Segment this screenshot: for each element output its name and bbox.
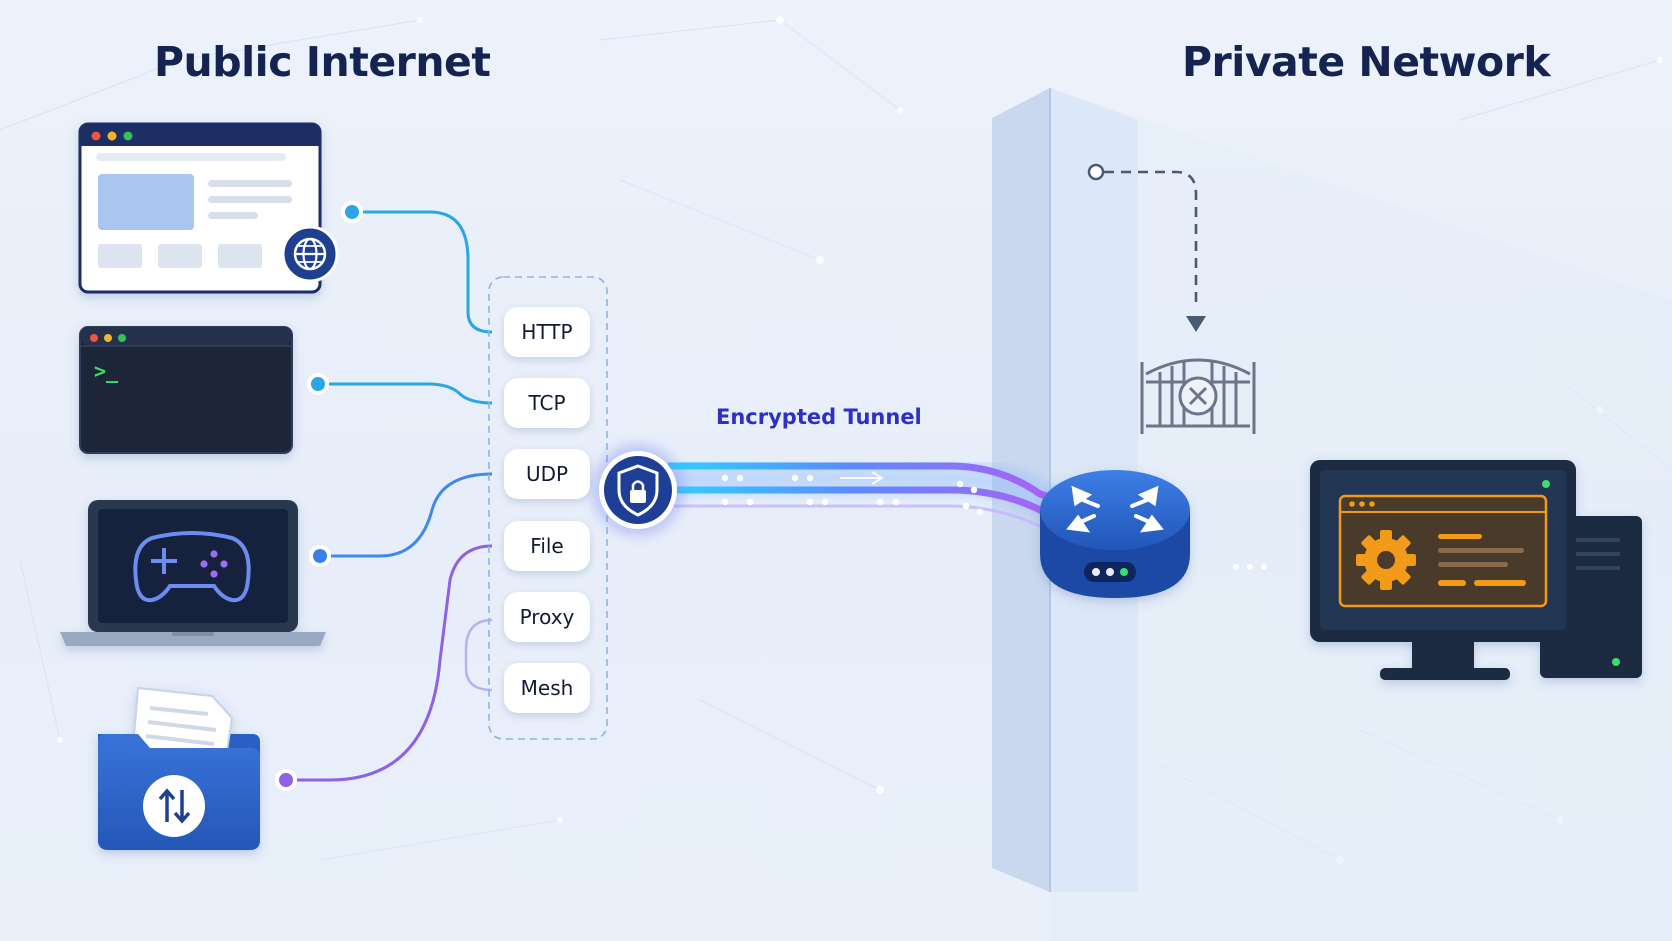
public-internet-heading: Public Internet bbox=[154, 38, 491, 86]
terminal-icon: >_ bbox=[94, 359, 119, 383]
blocked-path bbox=[1087, 163, 1206, 332]
connector-browser-http bbox=[352, 210, 493, 334]
gear-icon bbox=[1356, 530, 1416, 590]
protocol-pill-udp: UDP bbox=[504, 449, 590, 499]
connector-laptop-udp bbox=[320, 472, 493, 558]
connector-proxy-mesh bbox=[464, 618, 493, 692]
protocol-pill-proxy: Proxy bbox=[504, 592, 590, 642]
encrypted-tunnel-label: Encrypted Tunnel bbox=[716, 405, 922, 429]
encrypted-tunnel bbox=[666, 461, 1074, 536]
terminal-window bbox=[79, 326, 293, 454]
laptop bbox=[60, 500, 326, 646]
router-icon bbox=[1040, 470, 1190, 598]
protocol-pill-http: HTTP bbox=[504, 307, 590, 357]
device-connectors bbox=[286, 210, 493, 782]
gate-blocked-icon bbox=[1140, 358, 1256, 434]
connector-terminal-tcp bbox=[318, 382, 493, 405]
protocol-pill-tcp: TCP bbox=[504, 378, 590, 428]
globe-icon bbox=[281, 225, 339, 283]
protocol-pill-mesh: Mesh bbox=[504, 663, 590, 713]
protocol-pill-file: File bbox=[504, 521, 590, 571]
browser-window bbox=[78, 122, 322, 294]
gamepad-icon bbox=[133, 531, 251, 603]
connector-folder-file bbox=[286, 544, 493, 782]
router-computer-link bbox=[1165, 555, 1334, 579]
private-network-heading: Private Network bbox=[1182, 38, 1551, 86]
shield-lock-icon bbox=[592, 444, 684, 536]
connector-endpoints bbox=[275, 201, 363, 791]
file-transfer-icon bbox=[143, 775, 205, 837]
